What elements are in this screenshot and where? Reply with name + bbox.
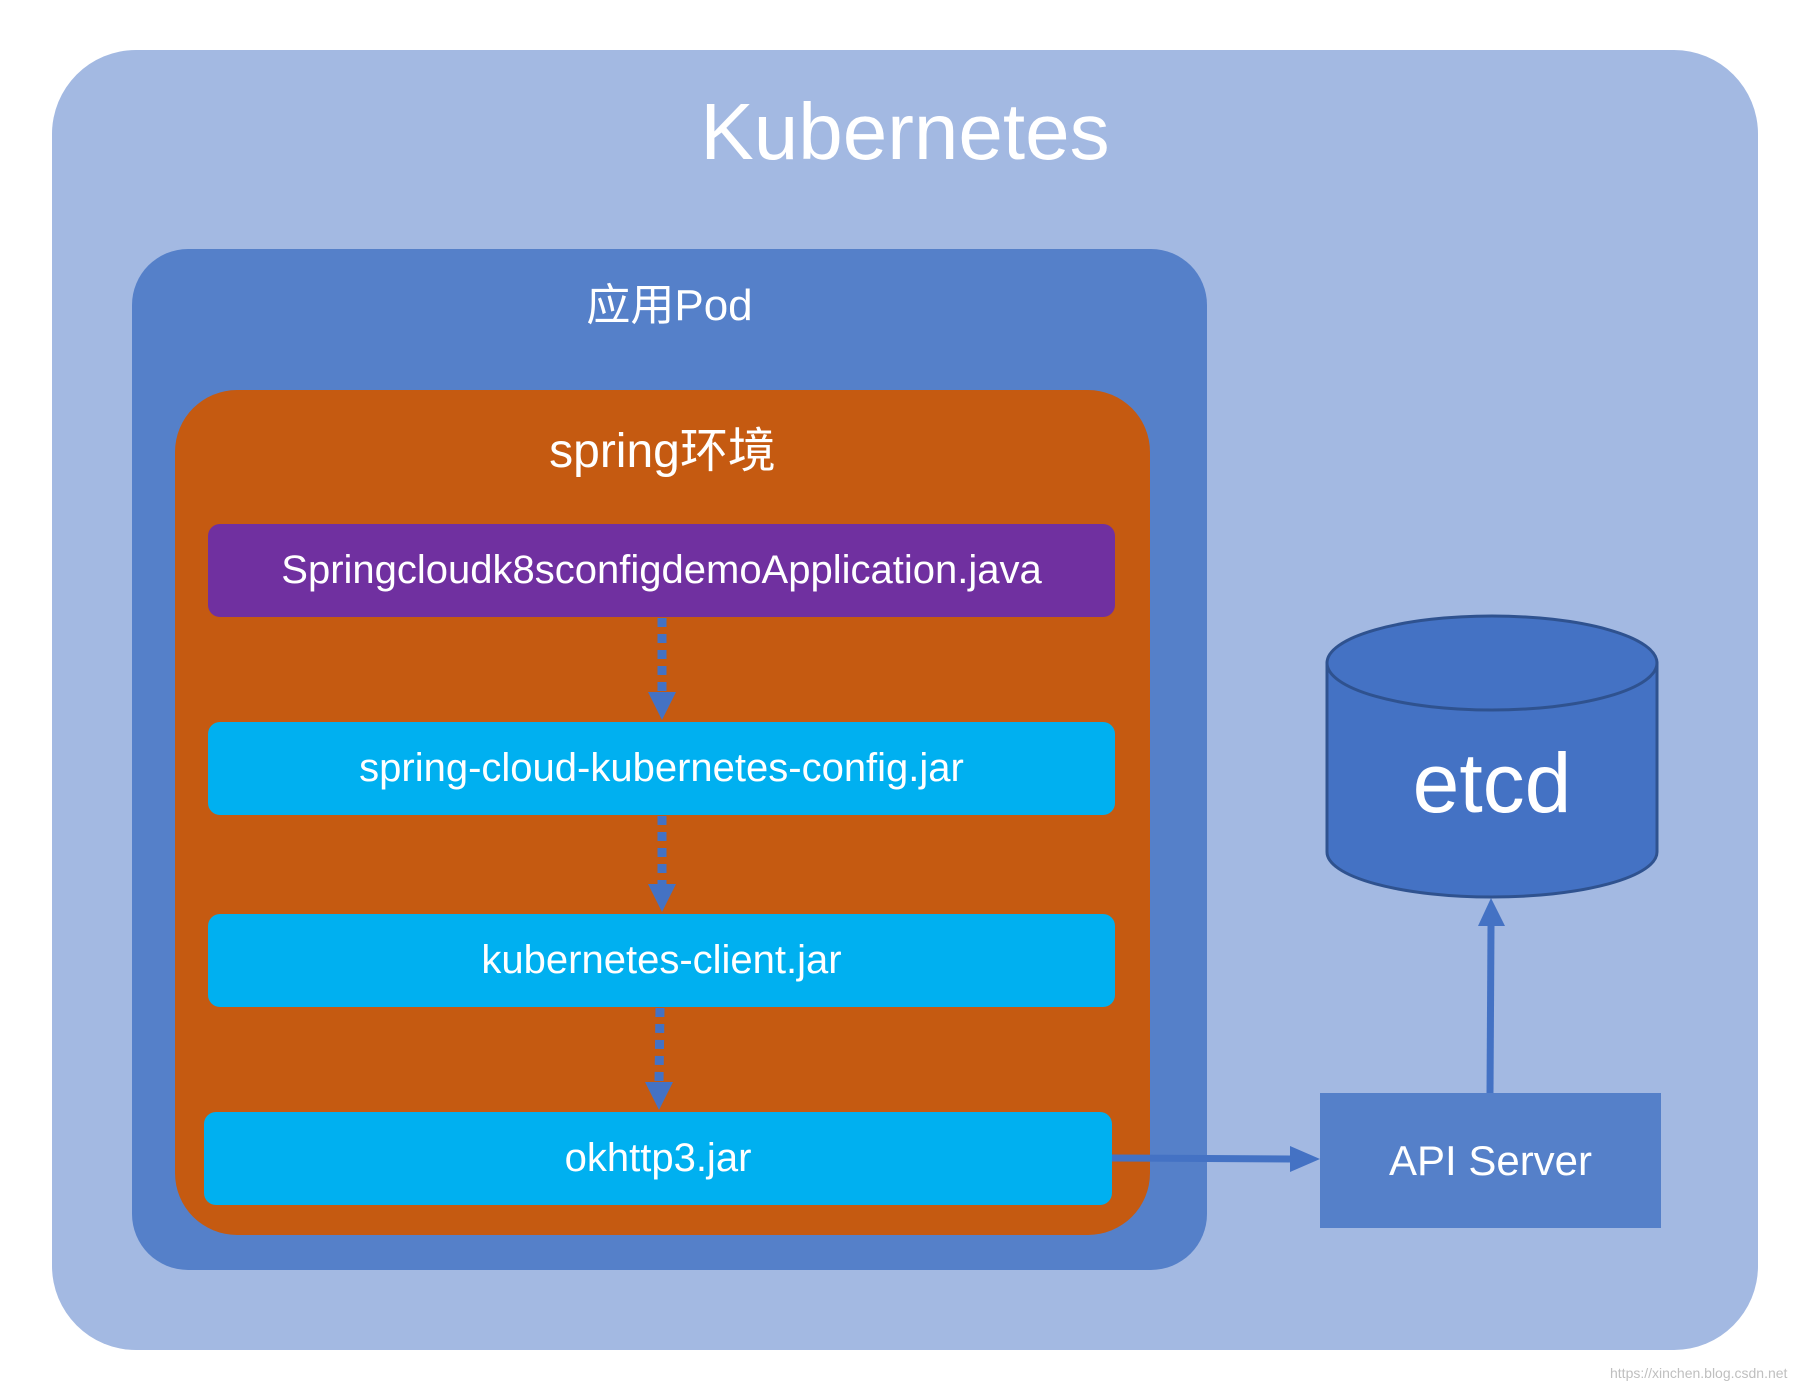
layer-application-label: Springcloudk8sconfigdemoApplication.java	[281, 548, 1042, 592]
etcd-label: etcd	[1412, 736, 1572, 830]
arrow-okhttp-to-api-server	[1111, 1146, 1320, 1172]
layer-kubernetes-client-jar: kubernetes-client.jar	[208, 914, 1115, 1007]
api-server-box: API Server	[1320, 1093, 1661, 1228]
layer-okhttp-label: okhttp3.jar	[564, 1136, 752, 1180]
etcd-database-icon	[1325, 614, 1659, 899]
api-server-label: API Server	[1388, 1136, 1593, 1184]
dotted-arrow-app-to-config	[648, 618, 676, 720]
layer-kubernetes-config-jar: spring-cloud-kubernetes-config.jar	[208, 722, 1115, 815]
watermark: https://xinchen.blog.csdn.net	[1610, 1365, 1788, 1381]
pod-title: 应用Pod	[586, 281, 753, 330]
layer-client-label: kubernetes-client.jar	[481, 938, 842, 982]
dotted-arrow-config-to-client	[648, 816, 676, 912]
layer-application-java: Springcloudk8sconfigdemoApplication.java	[208, 524, 1115, 617]
dotted-arrow-client-to-okhttp	[645, 1007, 673, 1110]
arrow-api-server-to-etcd	[1478, 898, 1505, 1094]
kubernetes-title: Kubernetes	[700, 87, 1110, 176]
spring-title: spring环境	[549, 425, 776, 478]
layer-okhttp3-jar: okhttp3.jar	[204, 1112, 1112, 1205]
layer-config-label: spring-cloud-kubernetes-config.jar	[359, 746, 964, 790]
